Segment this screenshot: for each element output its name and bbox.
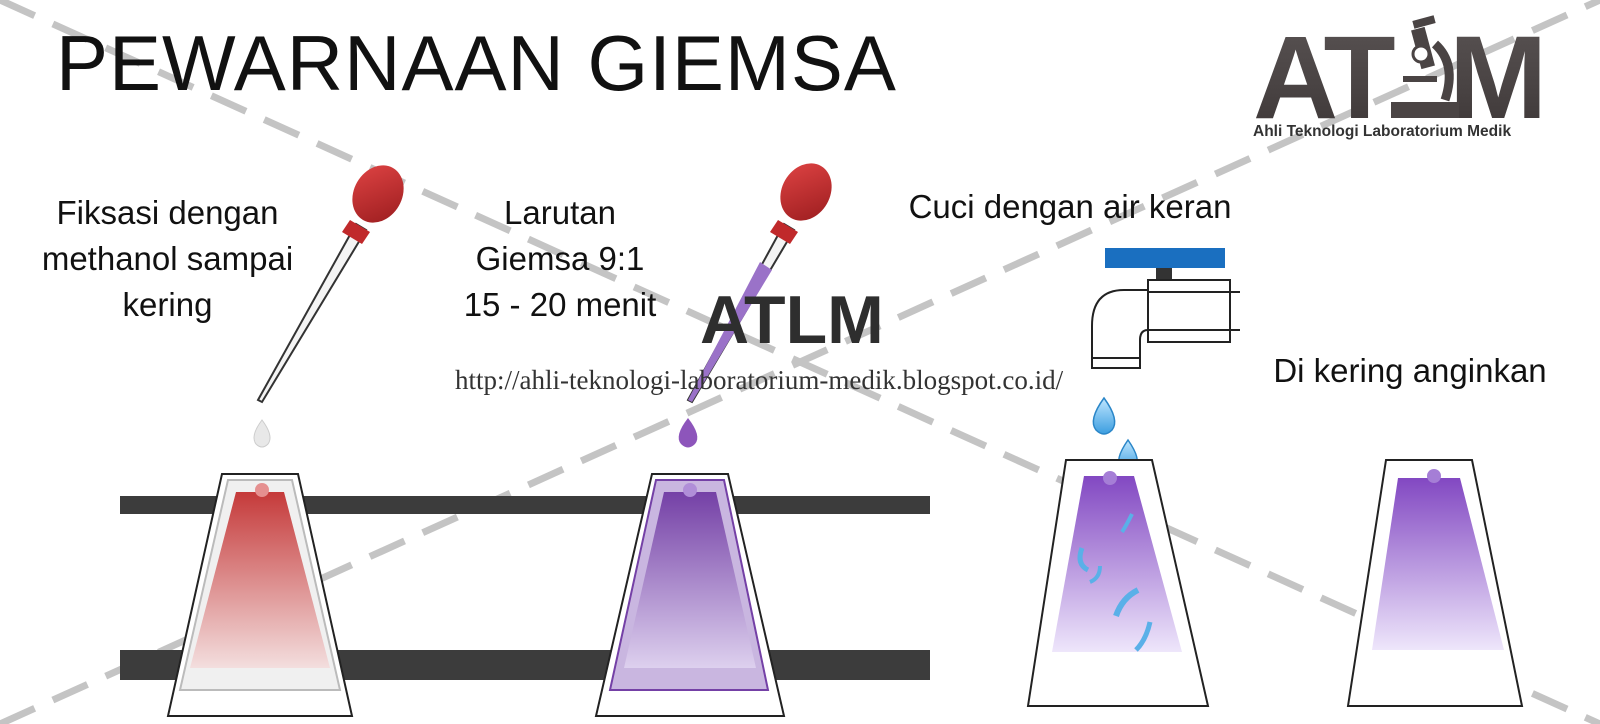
step-1-line-1: Fiksasi dengan: [56, 194, 279, 231]
logo: AT M: [1253, 12, 1553, 144]
microscope-icon: [1391, 15, 1459, 118]
step-1-line-2: methanol sampai: [41, 240, 294, 277]
step-2-line-1: Larutan: [504, 194, 616, 231]
step-4-line-1: Di kering anginkan: [1273, 352, 1547, 389]
step-2-line-2: Giemsa 9:1: [475, 240, 645, 277]
logo-mark: AT M: [1253, 12, 1547, 144]
step-2-dropper: [686, 163, 832, 404]
step-1-dropper: [256, 165, 404, 404]
step-2-drop: [678, 418, 698, 448]
step-1-drop: [253, 419, 271, 448]
step-1-line-3: kering: [122, 286, 213, 323]
page-title: PEWARNAAN GIEMSA: [56, 19, 897, 107]
step-4-slide: [1346, 459, 1524, 707]
step-4-label: Di kering anginkan: [1260, 348, 1560, 394]
watermark-text: ATLM: [700, 282, 884, 358]
step-2-slide: [594, 473, 786, 717]
step-3-line-1: Cuci dengan air keran: [908, 188, 1232, 225]
step-1-label: Fiksasi dengan methanol sampai kering: [30, 190, 305, 328]
logo-subtitle: Ahli Teknologi Laboratorium Medik: [1253, 123, 1512, 140]
step-3-slide: [1026, 459, 1210, 707]
step-3-label: Cuci dengan air keran: [900, 184, 1240, 230]
step-2-label: Larutan Giemsa 9:1 15 - 20 menit: [440, 190, 680, 328]
svg-text:M: M: [1449, 14, 1547, 124]
step-2-line-3: 15 - 20 menit: [463, 286, 657, 323]
faucet-icon: [1091, 248, 1240, 369]
svg-text:AT: AT: [1253, 14, 1394, 124]
watermark-url: http://ahli-teknologi-laboratorium-medik…: [455, 365, 1064, 395]
step-1-slide: [166, 473, 354, 717]
